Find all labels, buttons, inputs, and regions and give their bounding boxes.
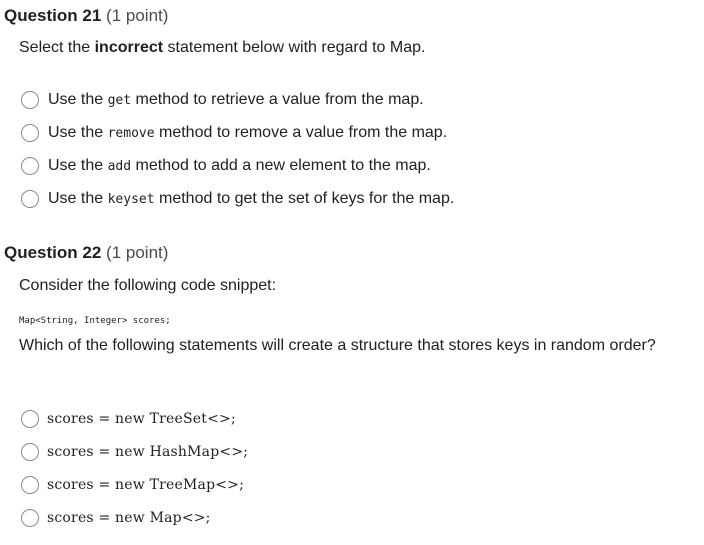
radio-button[interactable] — [21, 476, 39, 494]
prompt-text: Select the — [19, 39, 95, 56]
question-title: Question 22 — [4, 243, 102, 262]
question-points: (1 point) — [106, 243, 169, 262]
q22-option-1[interactable]: scores = new TreeSet<>; — [21, 406, 236, 432]
question-21-header: Question 21 (1 point) — [4, 5, 168, 27]
prompt-text: statement below with regard to Map. — [163, 39, 426, 56]
q22-option-3[interactable]: scores = new TreeMap<>; — [21, 472, 244, 498]
question-title: Question 21 — [4, 6, 102, 25]
option-label: Use the keyset method to get the set of … — [48, 190, 455, 207]
option-label: Use the remove method to remove a value … — [48, 124, 448, 141]
prompt-emphasis: incorrect — [94, 39, 164, 56]
question-21-prompt: Select the incorrect statement below wit… — [19, 37, 679, 58]
q22-option-2[interactable]: scores = new HashMap<>; — [21, 439, 248, 465]
question-points: (1 point) — [106, 6, 169, 25]
q21-option-3[interactable]: Use the add method to add a new element … — [21, 153, 431, 179]
radio-button[interactable] — [21, 443, 39, 461]
q21-option-2[interactable]: Use the remove method to remove a value … — [21, 120, 447, 146]
q21-option-1[interactable]: Use the get method to retrieve a value f… — [21, 87, 424, 113]
question-22-prompt: Consider the following code snippet: — [19, 277, 277, 294]
radio-button[interactable] — [21, 509, 39, 527]
question-22-header: Question 22 (1 point) — [4, 242, 168, 264]
option-label: Use the get method to retrieve a value f… — [48, 91, 424, 108]
radio-button[interactable] — [21, 410, 39, 428]
option-label: scores = new HashMap<>; — [47, 444, 249, 460]
option-label: scores = new TreeSet<>; — [47, 411, 236, 427]
radio-button[interactable] — [21, 157, 39, 175]
radio-button[interactable] — [21, 91, 39, 109]
option-label: scores = new Map<>; — [47, 510, 211, 526]
option-label: Use the add method to add a new element … — [48, 157, 431, 174]
option-label: scores = new TreeMap<>; — [47, 477, 245, 493]
q21-option-4[interactable]: Use the keyset method to get the set of … — [21, 186, 454, 212]
code-snippet: Map<String, Integer> scores; — [19, 316, 171, 326]
q22-option-4[interactable]: scores = new Map<>; — [21, 505, 211, 531]
question-22-question: Which of the following statements will c… — [19, 337, 656, 354]
radio-button[interactable] — [21, 190, 39, 208]
radio-button[interactable] — [21, 124, 39, 142]
